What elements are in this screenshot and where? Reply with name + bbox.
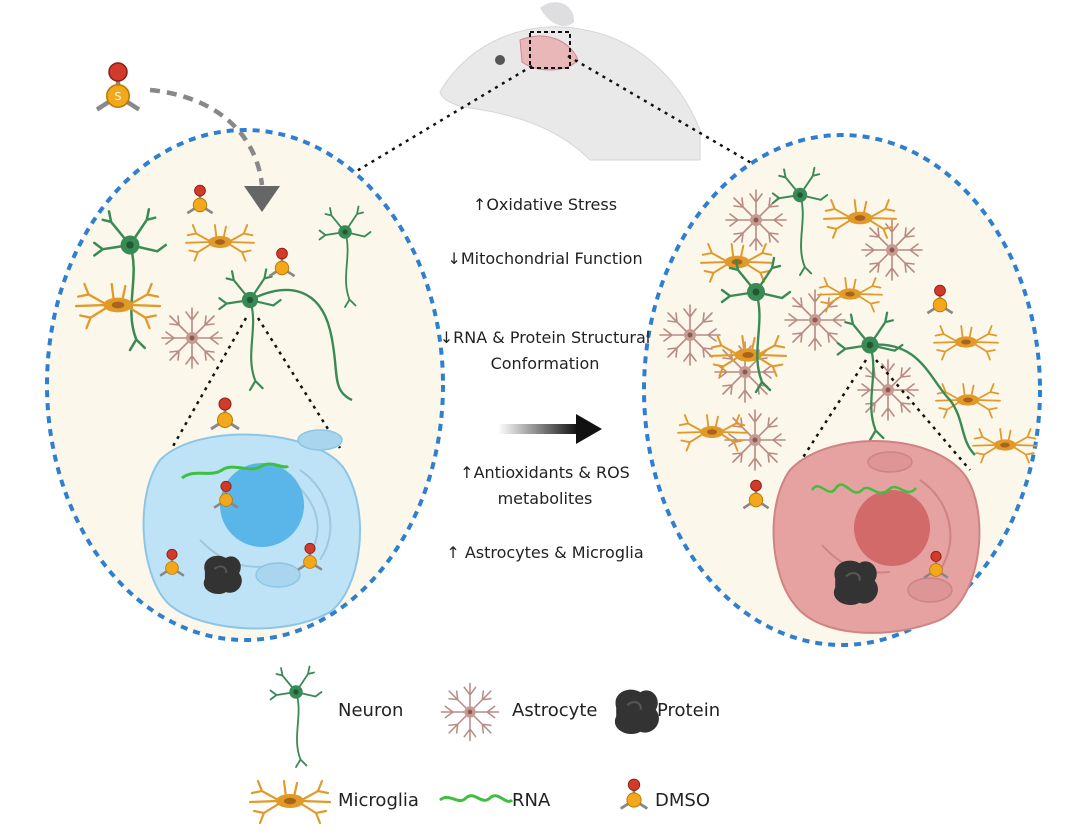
protein-blob bbox=[202, 554, 243, 595]
legend-microglia-icon bbox=[248, 779, 332, 825]
astrocyte-1 bbox=[161, 307, 223, 369]
legend-rna-icon bbox=[439, 794, 514, 803]
legend-protein-icon bbox=[613, 688, 661, 736]
neuron-main bbox=[218, 268, 353, 402]
healthy-cell bbox=[142, 429, 362, 630]
legend-label-protein: Protein bbox=[657, 700, 721, 721]
legend-label-astrocyte: Astrocyte bbox=[512, 700, 598, 721]
entry-arrowhead bbox=[244, 186, 280, 212]
left-panel-healthy bbox=[45, 128, 445, 642]
dmso-entry bbox=[97, 63, 280, 212]
protein-blob bbox=[832, 559, 880, 607]
astrocyte bbox=[861, 219, 923, 281]
effect-oxidative-stress: ↑Oxidative Stress bbox=[472, 195, 618, 214]
legend bbox=[248, 665, 661, 825]
connector-left bbox=[354, 64, 533, 174]
legend-neuron-icon bbox=[269, 665, 323, 768]
dmso-atom-s: S bbox=[115, 90, 122, 103]
legend-label-rna: RNA bbox=[512, 790, 551, 811]
legend-astrocyte-icon bbox=[440, 682, 500, 742]
effect-antioxidants-ros: ↑Antioxidants & ROS metabolites bbox=[460, 463, 630, 508]
dmso-atom-o: O bbox=[114, 44, 123, 57]
effect-mitochondrial-function: ↓Mitochondrial Function bbox=[447, 249, 643, 268]
legend-dmso-icon bbox=[619, 777, 649, 810]
progression-arrow bbox=[498, 414, 602, 444]
stressed-cell bbox=[772, 440, 981, 634]
legend-label-neuron: Neuron bbox=[338, 700, 404, 721]
effect-astrocytes-microglia: ↑ Astrocytes & Microglia bbox=[446, 543, 644, 562]
mouse-illustration bbox=[439, 2, 701, 161]
neuron-main-right bbox=[836, 311, 976, 456]
legend-label-microglia: Microglia bbox=[338, 790, 419, 811]
astrocyte bbox=[724, 409, 786, 471]
right-panel-stressed bbox=[642, 133, 1042, 647]
effect-rna-protein-conformation: ↓RNA & Protein Structural Conformation bbox=[439, 328, 651, 373]
astrocyte bbox=[857, 359, 919, 421]
rna-strand-misfolded bbox=[810, 483, 917, 495]
legend-label-dmso: DMSO bbox=[655, 790, 710, 811]
rna-strand bbox=[181, 462, 290, 480]
connector-right bbox=[567, 54, 761, 170]
